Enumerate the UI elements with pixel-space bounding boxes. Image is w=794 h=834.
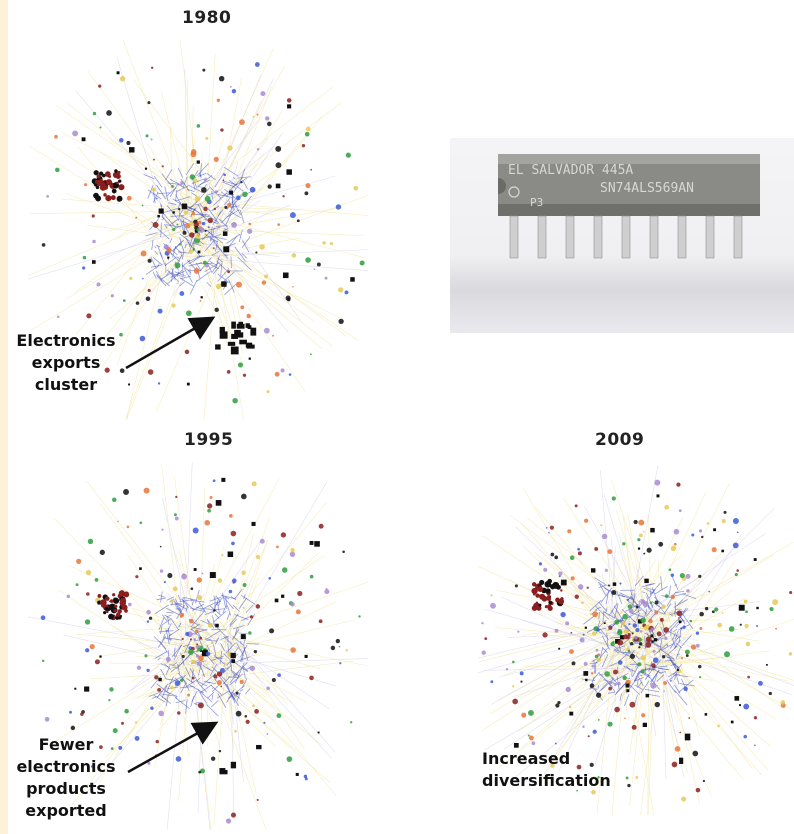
- chip-text-line2: SN74ALS569AN: [600, 181, 694, 196]
- electronics-chip-photo: EL SALVADOR 445A SN74ALS569AN P3: [450, 138, 794, 333]
- arrows-overlay: [125, 316, 219, 774]
- annotation-line: cluster: [34, 375, 98, 394]
- year-label-1995: 1995: [184, 430, 234, 450]
- annotation-electronics-cluster: Electronics exports cluster: [10, 330, 122, 396]
- network-nodes: [481, 479, 793, 802]
- annotation-increased-diversification: Increased diversification: [482, 748, 642, 792]
- network-core: [143, 162, 256, 296]
- network-links: [28, 40, 368, 420]
- network-nodes: [41, 62, 365, 404]
- annotation-line: exported: [25, 801, 107, 820]
- chip-text-line1: EL SALVADOR 445A: [508, 163, 633, 178]
- figure-canvas: 1980 1995 2009: [8, 0, 794, 834]
- product-space-network-1980: [28, 40, 368, 420]
- annotation-fewer-electronics: Fewer electronics products exported: [10, 734, 122, 822]
- annotation-line: products: [26, 779, 106, 798]
- annotation-line: exports: [31, 353, 101, 372]
- annotation-line: electronics: [16, 757, 116, 776]
- year-label-2009: 2009: [595, 430, 645, 450]
- annotation-line: Electronics: [16, 331, 116, 350]
- network-nodes: [40, 477, 361, 824]
- integrated-circuit-image: EL SALVADOR 445A SN74ALS569AN P3: [498, 154, 760, 259]
- annotation-line: diversification: [482, 771, 611, 790]
- arrow-fewer-electronics: [127, 721, 219, 774]
- annotation-line: Increased: [482, 749, 571, 768]
- product-space-network-1995: [28, 462, 368, 830]
- arrow-electronics-cluster: [125, 316, 216, 370]
- annotation-line: Fewer: [38, 735, 94, 754]
- manufacturer-logo-icon: [508, 186, 520, 198]
- year-label-1980: 1980: [182, 8, 232, 28]
- chip-text-line3: P3: [530, 196, 543, 209]
- product-space-network-2009: [478, 465, 794, 815]
